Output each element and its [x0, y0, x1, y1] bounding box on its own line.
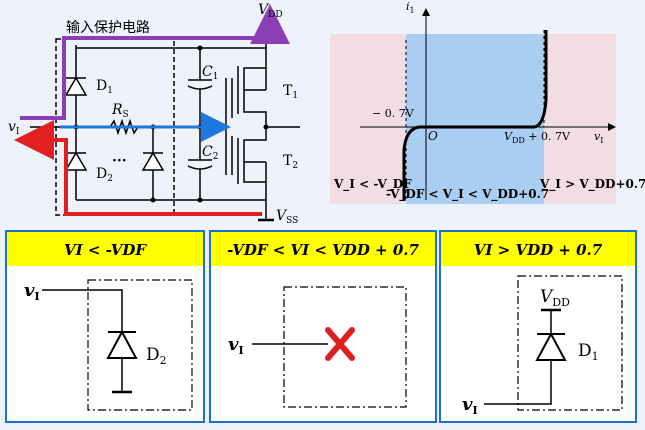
region-mid-label: -V_DF < V_I < V_DD+0.7 — [386, 187, 549, 202]
t2-label: T2 — [283, 153, 298, 171]
panel3-header: VI > VDD + 0.7 — [474, 241, 603, 259]
t1-transistor — [243, 48, 267, 127]
panel1-diode-icon — [106, 329, 138, 359]
vdd-symbol: VDD — [258, 2, 283, 20]
panel-middle: -VDF < VI < VDD + 0.7 vI — [209, 230, 437, 423]
panel1-header: VI < -VDF — [64, 241, 147, 259]
iv-graph: i1 vI O − 0. 7V VDD + 0. 7V V_I < -V_DF … — [330, 0, 645, 204]
d1-label: D1 — [96, 78, 113, 96]
vss-symbol: VSS — [276, 208, 298, 226]
d2-diode-icon — [64, 151, 88, 171]
blocked-cross-icon — [325, 327, 355, 361]
protection-circuit — [30, 20, 300, 222]
vss-rail — [76, 199, 267, 220]
iv-curve — [402, 30, 548, 200]
red-current-path — [14, 120, 262, 216]
y-axis-label: i1 — [406, 0, 415, 15]
region-right — [544, 34, 616, 204]
d2-label: D2 — [96, 166, 113, 184]
d1-diode-icon — [64, 76, 88, 96]
vi-label: vI — [8, 119, 20, 137]
panel3-diode-icon — [535, 331, 567, 361]
neg-threshold-label: − 0. 7V — [372, 107, 415, 120]
region-middle — [406, 34, 544, 204]
c1-label: C1 — [202, 64, 218, 82]
d3-diode-icon — [141, 151, 165, 171]
c1-plate-bottom — [187, 85, 213, 90]
circuit-title: 输入保护电路 — [66, 20, 150, 36]
region-left — [330, 34, 406, 204]
region-right-label: V_I > V_DD+0.7 — [539, 177, 645, 192]
circuit-labels: 输入保护电路 VDD VSS C1 C2 T1 T2 RS D1 D2 ··· … — [8, 2, 298, 226]
c2-plate-bottom — [187, 165, 213, 170]
t1-label: T1 — [283, 83, 298, 101]
circuit-diodes — [64, 76, 165, 171]
x-axis-label: vI — [594, 130, 603, 145]
more-diodes-dots: ··· — [112, 153, 127, 169]
region-left-label: V_I < -V_DF — [333, 177, 412, 192]
origin-label: O — [428, 129, 438, 143]
pos-threshold-label: VDD + 0. 7V — [504, 130, 571, 145]
rs-label: RS — [111, 102, 129, 120]
panel-positive: VI > VDD + 0.7 VDD D1 vI — [439, 230, 637, 423]
panel2-header: -VDF < VI < VDD + 0.7 — [227, 241, 419, 259]
purple-current-path — [20, 4, 290, 120]
panel-negative: VI < -VDF vI D2 — [5, 230, 205, 423]
c2-label: C2 — [202, 144, 218, 162]
t2-transistor — [243, 127, 267, 200]
